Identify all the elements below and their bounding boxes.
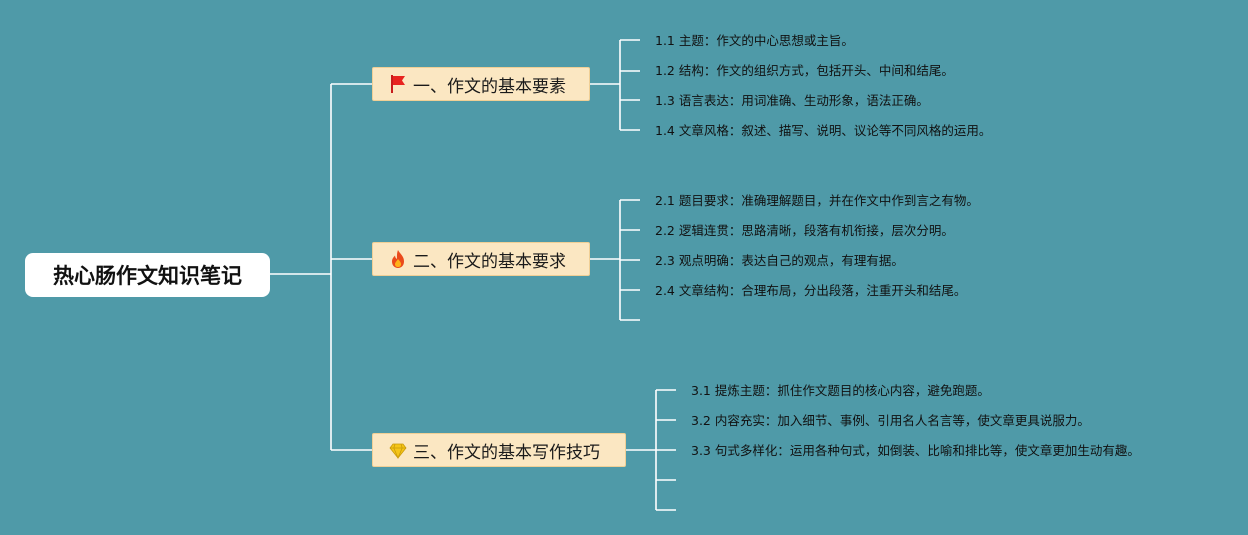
leaf-item[interactable]: 3.1 提炼主题：抓住作文题目的核心内容，避免跑题。 (691, 383, 990, 398)
diamond-icon (389, 443, 407, 460)
leaf-item[interactable]: 1.2 结构：作文的组织方式，包括开头、中间和结尾。 (655, 63, 954, 78)
red-flag-icon (391, 75, 405, 93)
leaf-item[interactable]: 1.1 主题：作文的中心思想或主旨。 (655, 33, 854, 48)
connector-group-3 (626, 389, 676, 511)
branch-writing-techniques[interactable]: 三、作文的基本写作技巧 (372, 433, 626, 467)
branch-basic-elements[interactable]: 一、作文的基本要素 (372, 67, 590, 101)
branch-label: 一、作文的基本要素 (413, 76, 566, 97)
branch-basic-requirements[interactable]: 二、作文的基本要求 (372, 242, 590, 276)
fire-icon (392, 250, 404, 268)
connector-group-2 (590, 199, 640, 321)
leaf-item[interactable]: 2.2 逻辑连贯：思路清晰，段落有机衔接，层次分明。 (655, 223, 954, 238)
branch-label: 二、作文的基本要求 (413, 251, 566, 272)
leaf-item[interactable]: 1.4 文章风格：叙述、描写、说明、议论等不同风格的运用。 (655, 123, 992, 138)
leaf-item[interactable]: 3.3 句式多样化：运用各种句式，如倒装、比喻和排比等，使文章更加生动有趣。 (691, 443, 1140, 458)
root-title: 热心肠作文知识笔记 (53, 264, 242, 288)
branch-label: 三、作文的基本写作技巧 (413, 442, 600, 463)
leaf-item[interactable]: 1.3 语言表达：用词准确、生动形象，语法正确。 (655, 93, 929, 108)
leaf-item[interactable]: 2.3 观点明确：表达自己的观点，有理有据。 (655, 253, 904, 268)
connector-group-1 (590, 39, 640, 131)
root-topic[interactable]: 热心肠作文知识笔记 (25, 253, 270, 297)
leaf-item[interactable]: 2.1 题目要求：准确理解题目，并在作文中作到言之有物。 (655, 193, 979, 208)
leaf-item[interactable]: 3.2 内容充实：加入细节、事例、引用名人名言等，使文章更具说服力。 (691, 413, 1090, 428)
leaf-item[interactable]: 2.4 文章结构：合理布局，分出段落，注重开头和结尾。 (655, 283, 967, 298)
